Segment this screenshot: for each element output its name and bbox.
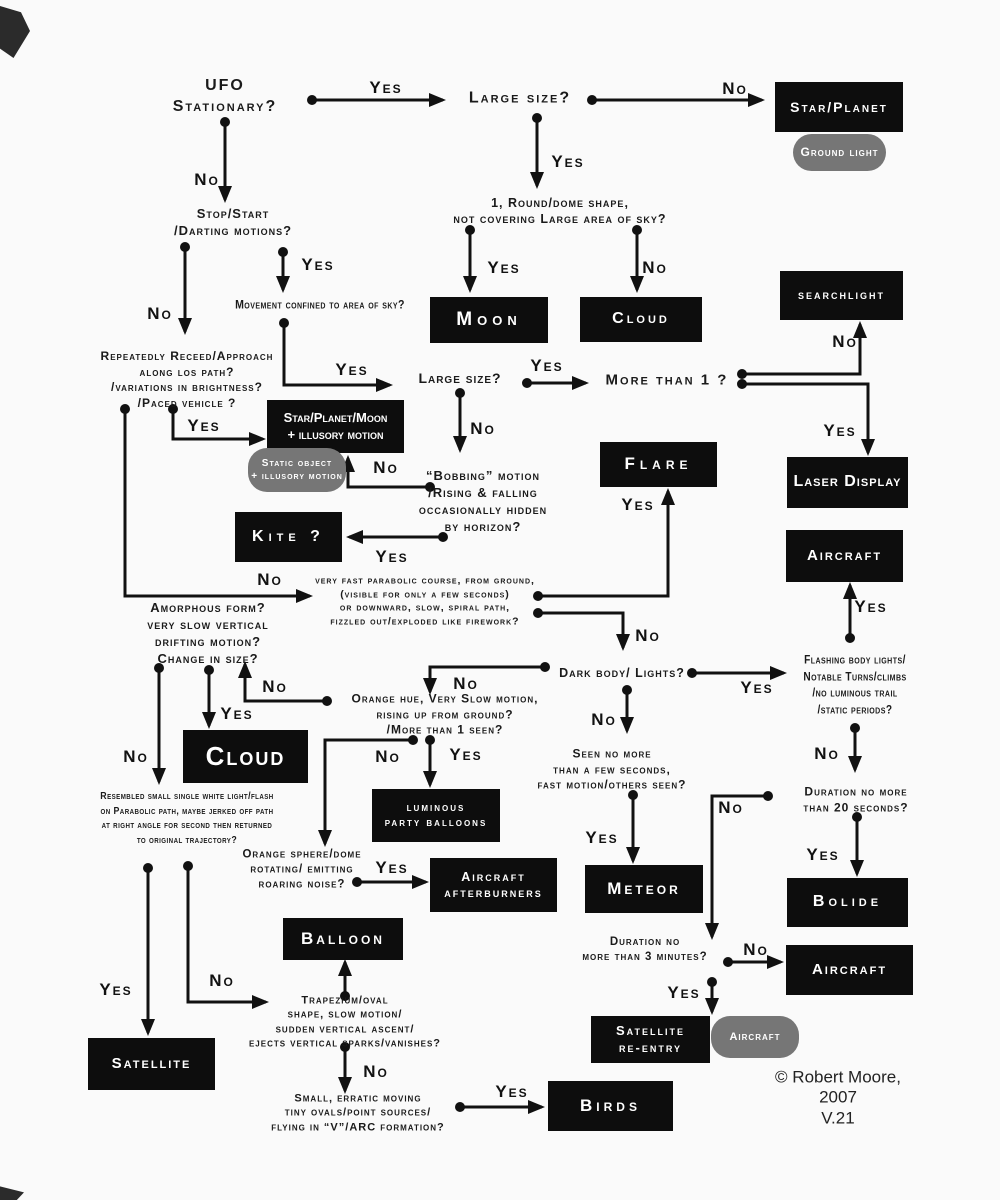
edge-label-no: No xyxy=(832,332,858,351)
terminal-aircraft-mid: Aircraft xyxy=(786,945,913,995)
connector-line xyxy=(737,321,867,379)
edge-label-yes: Yes xyxy=(301,255,335,274)
edge-label-yes: Yes xyxy=(585,828,619,847)
terminal-cloud-top: Cloud xyxy=(580,297,702,342)
question-bobbing-motion: “Bobbing” motion /Rising & falling occas… xyxy=(418,468,548,534)
edge-label-no: No xyxy=(642,258,668,277)
question-round-dome: 1, Round/dome shape, not covering Large … xyxy=(453,195,667,226)
edge-label-no: No xyxy=(257,570,283,589)
edge-label-no: No xyxy=(209,971,235,990)
terminal-birds: Birds xyxy=(548,1081,673,1131)
edge-label-yes: Yes xyxy=(187,416,221,435)
edge-label-yes: Yes xyxy=(375,547,409,566)
edge-label-yes: Yes xyxy=(806,845,840,864)
edge-label-no: No xyxy=(591,710,617,729)
edge-label-yes: Yes xyxy=(823,421,857,440)
question-trapezium-oval: Trapezium/oval shape, slow motion/ sudde… xyxy=(248,994,442,1050)
edge-label-no: No xyxy=(373,458,399,477)
question-stop-start: Stop/Start /Darting motions? xyxy=(173,206,293,238)
edge-label-no: No xyxy=(262,677,288,696)
terminal-ground-light: Ground light xyxy=(793,134,886,171)
terminal-laser-display: Laser Display xyxy=(787,457,908,508)
edge-label-yes: Yes xyxy=(667,983,701,1002)
terminal-static-object-illusory: Static object + illusory motion xyxy=(248,448,346,492)
question-orange-hue: Orange hue, Very Slow motion, rising up … xyxy=(351,691,539,737)
edge-label-yes: Yes xyxy=(551,152,585,171)
edge-label-yes: Yes xyxy=(335,360,369,379)
edge-label-no: No xyxy=(453,674,479,693)
edge-label-no: No xyxy=(363,1062,389,1081)
edge-label-no: No xyxy=(722,79,748,98)
edge-label-yes: Yes xyxy=(621,495,655,514)
copyright-notice: © Robert Moore, 2007 V.21 xyxy=(775,1067,901,1128)
edge-label-yes: Yes xyxy=(220,704,254,723)
edge-label-yes: Yes xyxy=(375,858,409,877)
terminal-balloon: Balloon xyxy=(283,918,403,960)
edge-label-no: No xyxy=(635,626,661,645)
connector-line xyxy=(533,488,675,601)
connector-line xyxy=(341,455,435,492)
question-resembled-light-flash: Resembled small single white light/flash… xyxy=(100,791,274,846)
edge-label-no: No xyxy=(194,170,220,189)
terminal-cloud-big: Cloud xyxy=(183,730,308,783)
edge-label-no: No xyxy=(147,304,173,323)
question-small-erratic: Small, erratic moving tiny ovals/point s… xyxy=(271,1092,445,1134)
terminal-meteor: Meteor xyxy=(585,865,703,913)
edge-label-yes: Yes xyxy=(854,597,888,616)
connector-line xyxy=(737,379,875,456)
terminal-bolide: Bolide xyxy=(787,878,908,927)
question-amorphous-form: Amorphous form? very slow vertical drift… xyxy=(147,600,269,666)
question-dark-body-lights: Dark body/ Lights? xyxy=(559,665,685,680)
connector-line xyxy=(318,735,418,847)
edge-label-yes: Yes xyxy=(530,356,564,375)
terminal-satellite-reentry: Satellite re-entry xyxy=(591,1016,710,1063)
terminal-kite: Kite ? xyxy=(235,512,342,562)
terminal-aircraft-right: Aircraft xyxy=(786,530,903,582)
question-orange-sphere: Orange sphere/dome rotating/ emitting ro… xyxy=(242,848,362,891)
edge-label-yes: Yes xyxy=(495,1082,529,1101)
question-duration-3-minutes: Duration no more than 3 minutes? xyxy=(582,936,708,963)
question-large-size-top: Large size? xyxy=(468,89,572,107)
edge-label-yes: Yes xyxy=(740,678,774,697)
connector-line xyxy=(238,661,332,706)
edge-label-no: No xyxy=(375,747,401,766)
connector-line xyxy=(705,791,773,940)
edge-label-yes: Yes xyxy=(449,745,483,764)
edge-label-no: No xyxy=(718,798,744,817)
terminal-moon: Moon xyxy=(430,297,548,343)
edge-label-yes: Yes xyxy=(487,258,521,277)
terminal-star-planet: Star/Planet xyxy=(775,82,903,132)
terminal-aircraft-afterburners: Aircraft afterburners xyxy=(430,858,557,912)
question-ufo-stationary: UFO Stationary? xyxy=(172,77,278,115)
edge-label-no: No xyxy=(123,747,149,766)
terminal-satellite: Satellite xyxy=(88,1038,215,1090)
question-movement-confined: Movement confined to area of sky? xyxy=(235,297,405,312)
edge-label-no: No xyxy=(743,940,769,959)
terminal-searchlight: searchlight xyxy=(780,271,903,320)
question-duration-20-seconds: Duration no more than 20 seconds? xyxy=(803,784,909,814)
question-flashing-body-lights: Flashing body lights/ Notable Turns/clim… xyxy=(803,654,907,717)
question-repeatedly-receed: Repeatedly Receed/Approach along los pat… xyxy=(100,348,274,410)
edge-label-no: No xyxy=(470,419,496,438)
question-large-size-mid: Large size? xyxy=(418,369,502,386)
terminal-flare: Flare xyxy=(600,442,717,487)
edge-label-yes: Yes xyxy=(99,980,133,999)
terminal-star-planet-moon-illusory: Star/Planet/Moon + illusory motion xyxy=(267,400,404,453)
terminal-aircraft-pill: Aircraft xyxy=(711,1016,799,1058)
terminal-luminous-party-balloons: luminous party balloons xyxy=(372,789,500,842)
connector-line xyxy=(183,861,269,1009)
question-seen-no-more: Seen no more than a few seconds, fast mo… xyxy=(537,746,687,792)
connector-line xyxy=(423,662,550,695)
connector-line xyxy=(120,404,313,603)
connector-line xyxy=(533,608,630,651)
connector-line xyxy=(279,318,393,392)
edge-label-yes: Yes xyxy=(369,78,403,97)
question-more-than-1: More than 1 ? xyxy=(605,371,729,389)
question-parabolic-course: very fast parabolic course, from ground,… xyxy=(315,574,535,628)
edge-label-no: No xyxy=(814,744,840,763)
